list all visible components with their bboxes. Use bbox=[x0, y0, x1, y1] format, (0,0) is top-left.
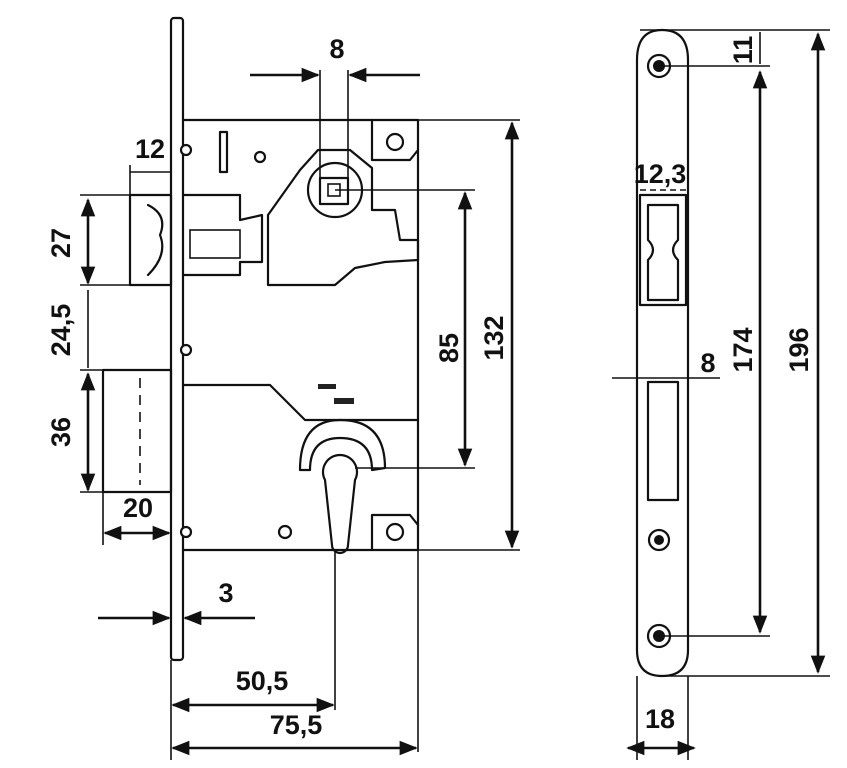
small-rivet-1 bbox=[253, 150, 267, 164]
deadbolt bbox=[101, 368, 173, 494]
marker-dash-2 bbox=[334, 398, 354, 404]
label-bolt-throw: 20 bbox=[123, 493, 153, 523]
latch-slot bbox=[638, 193, 688, 307]
label-screw-offset: 11 bbox=[728, 36, 758, 65]
label-latch-slot-width: 12,3 bbox=[634, 159, 687, 189]
label-latch-height: 27 bbox=[46, 228, 76, 258]
spindle-square bbox=[318, 176, 350, 206]
latch-tongue bbox=[128, 193, 173, 287]
lock-side-view: 8 12 27 24,5 36 20 3 50,5 75,5 85 132 bbox=[46, 16, 520, 760]
lock-case bbox=[181, 118, 420, 552]
label-case-height: 132 bbox=[479, 315, 509, 360]
faceplate-front-view: 11 12,3 8 174 196 18 bbox=[612, 28, 830, 760]
cam-mechanism bbox=[266, 148, 420, 287]
label-screw-spacing: 174 bbox=[728, 327, 758, 372]
label-gap-height: 24,5 bbox=[46, 304, 76, 357]
marker-dash-1 bbox=[318, 384, 336, 389]
small-rivet-2 bbox=[179, 343, 193, 357]
label-plate-width: 18 bbox=[645, 704, 675, 734]
label-plate-height: 196 bbox=[784, 327, 814, 372]
bolt-slot bbox=[646, 380, 680, 502]
spring-slot bbox=[218, 130, 229, 174]
latch-spring bbox=[189, 229, 241, 259]
label-case-depth: 75,5 bbox=[270, 710, 323, 740]
label-plate-thickness: 3 bbox=[218, 578, 233, 608]
screw-hole-middle-inner bbox=[654, 535, 664, 545]
faceplate-outline bbox=[635, 28, 690, 678]
label-bolt-height: 36 bbox=[46, 417, 76, 447]
latch-slot-inner bbox=[646, 203, 680, 302]
label-bolt-slot-width: 8 bbox=[700, 348, 715, 378]
cylinder-housing bbox=[298, 418, 387, 472]
latch-body bbox=[181, 193, 264, 277]
label-bolt-depth: 12 bbox=[135, 134, 165, 164]
small-rivet-4 bbox=[277, 524, 293, 540]
label-cam-width: 8 bbox=[329, 34, 344, 64]
cylinder-keyhole bbox=[321, 453, 359, 555]
rivet-top-right bbox=[385, 132, 405, 152]
label-backset: 50,5 bbox=[236, 666, 289, 696]
face-plate bbox=[169, 16, 185, 662]
latch-tongue-curve bbox=[146, 203, 164, 277]
small-rivet-3 bbox=[179, 525, 193, 539]
latch-rivet bbox=[179, 143, 193, 157]
label-center-distance: 85 bbox=[434, 333, 464, 363]
corner-bracket-top bbox=[370, 118, 420, 162]
corner-bracket-bottom bbox=[370, 513, 420, 552]
deadbolt-plate bbox=[181, 383, 420, 422]
rivet-bottom-right bbox=[385, 522, 405, 542]
